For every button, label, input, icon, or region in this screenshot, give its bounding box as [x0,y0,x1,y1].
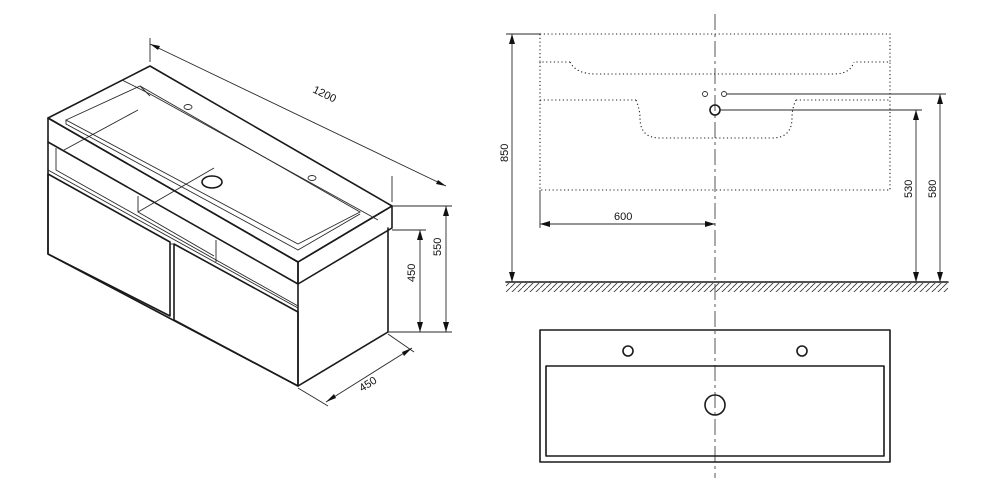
tap-hole-left-top [622,345,634,357]
dim-600-label: 600 [614,211,632,223]
dim-530-label: 530 [903,180,915,198]
dim-580-label: 580 [927,180,939,198]
dim-600: 600 [539,190,715,228]
hidden-basin-outline [539,33,891,191]
dim-height-450: 450 [392,229,426,332]
iso-basin [47,65,393,285]
dim-530: 530 [903,110,919,282]
floor-line [505,281,949,292]
front-view: 850 600 530 580 [499,14,949,478]
dim-height-cabinet-label: 450 [406,264,418,282]
dim-height-total-label: 550 [432,238,444,256]
tap-hole-right-front [721,91,727,97]
dim-width-1200: 1200 [149,38,447,202]
top-view [539,329,891,463]
isometric-view: 1200 550 450 450 [47,38,452,407]
iso-cabinet [47,109,389,387]
dim-depth-450: 450 [297,333,415,407]
dim-580: 580 [927,94,943,282]
dim-850-label: 850 [499,144,511,162]
dim-width-label: 1200 [311,84,338,106]
dim-depth-label: 450 [357,375,379,395]
dim-850: 850 [499,33,540,282]
tap-hole-left-front [702,91,708,97]
tap-hole-right-top [796,345,808,357]
dim-height-550: 550 [388,205,452,333]
basin-outline-top [539,329,891,463]
drain-top [704,394,726,416]
basin-bowl-top [545,365,885,457]
